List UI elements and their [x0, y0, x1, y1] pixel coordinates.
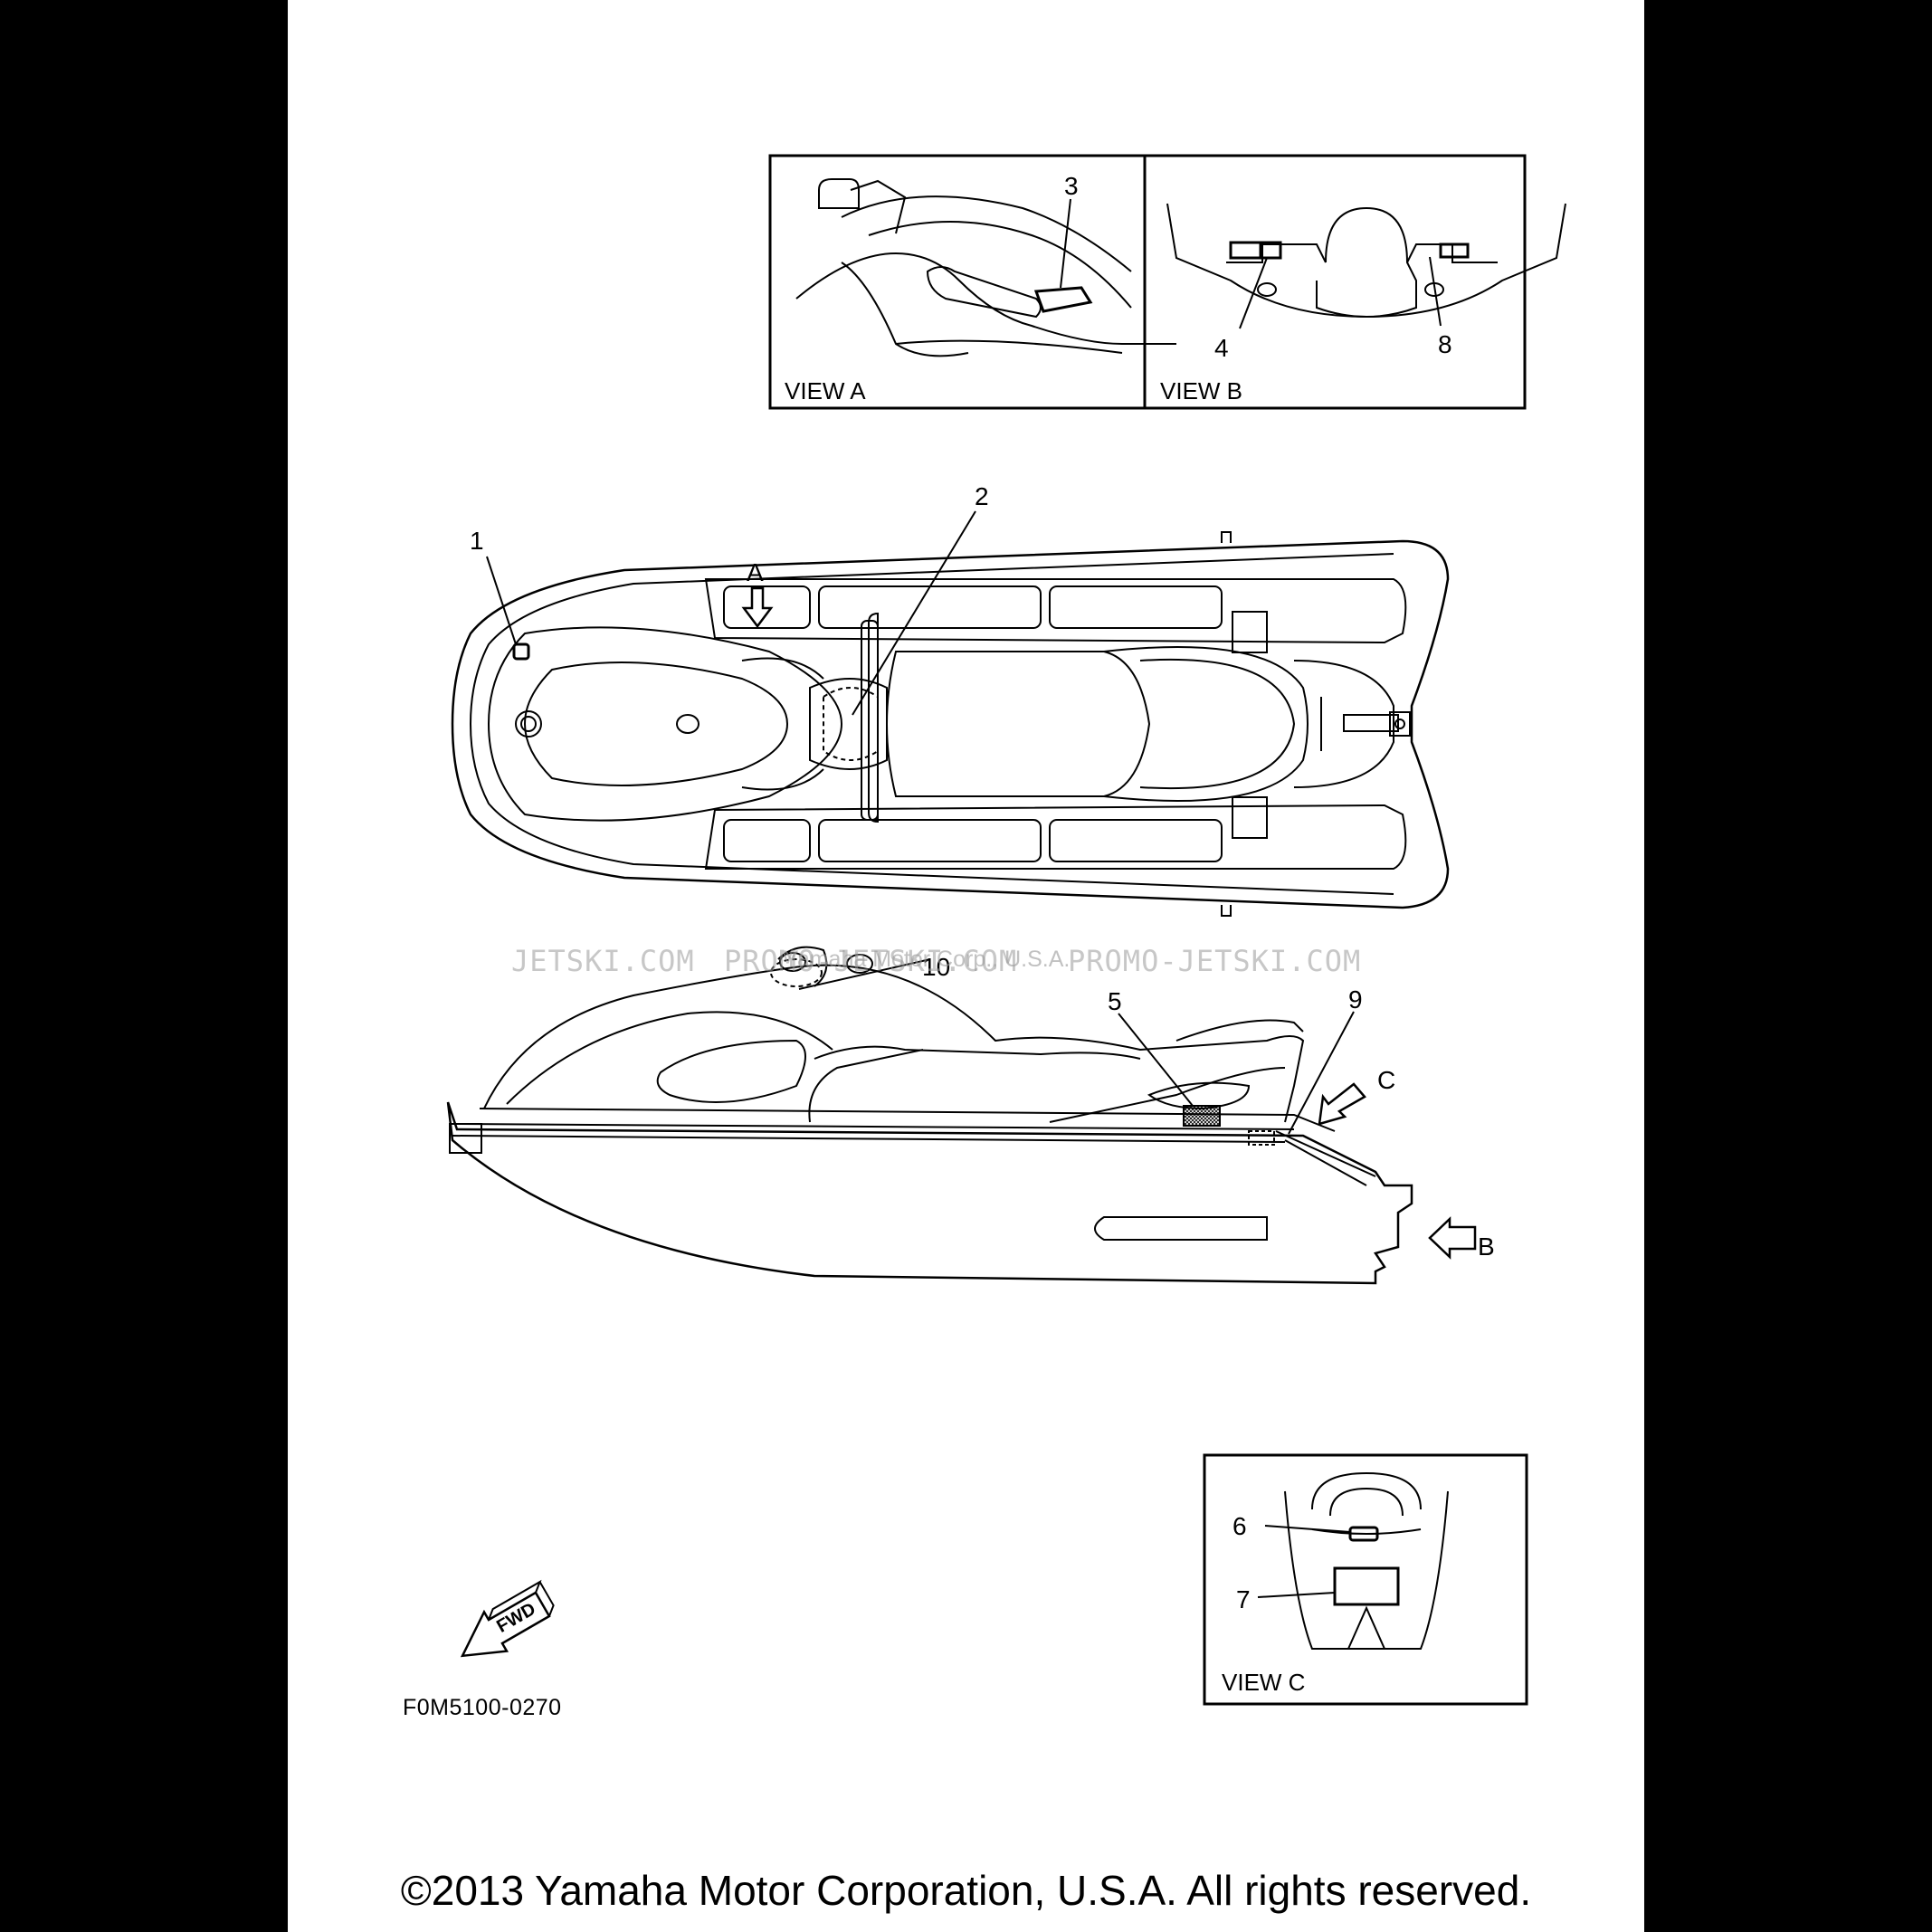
view-a-drawing: [795, 178, 1176, 357]
top-view-craft: [451, 531, 1450, 917]
side-view-craft: [446, 946, 1413, 1285]
arrow-a-label: A: [747, 558, 764, 586]
callout-5: 5: [1108, 987, 1122, 1015]
fwd-arrow-icon: [460, 1579, 555, 1658]
arrow-a: [741, 586, 774, 629]
callout-4: 4: [1214, 334, 1229, 362]
callout-2: 2: [975, 482, 989, 510]
arrow-c-label: C: [1377, 1066, 1395, 1094]
callout-8: 8: [1438, 330, 1452, 358]
callout-3: 3: [1064, 172, 1079, 200]
view-b-title: VIEW B: [1160, 377, 1242, 404]
view-a-title: VIEW A: [785, 377, 866, 404]
watermark-right: PROMO-JETSKI.COM: [1068, 944, 1362, 978]
leader-lines: [486, 198, 1355, 1135]
view-b-drawing: [1166, 203, 1566, 329]
arrow-b: [1428, 1216, 1477, 1260]
callout-10: 10: [922, 953, 950, 981]
arrow-c: [1318, 1082, 1366, 1126]
callout-labels: 1 2 3 4 8 10 5 9 6 7 A C B: [470, 172, 1495, 1613]
copyright-notice: ©2013 Yamaha Motor Corporation, U.S.A. A…: [400, 1867, 1532, 1914]
callout-1: 1: [470, 527, 484, 555]
watermark-left: JETSKI.COM: [511, 944, 695, 978]
view-c-title: VIEW C: [1222, 1669, 1305, 1696]
view-titles: VIEW A VIEW B VIEW C: [785, 377, 1305, 1696]
watermark-mid: PROMO-JETSKI.COM: [724, 944, 1018, 978]
callout-9: 9: [1348, 985, 1363, 1014]
arrow-b-label: B: [1478, 1232, 1495, 1261]
callout-7: 7: [1236, 1585, 1251, 1613]
watermark-small: Yamaha Motor Corp., U.S.A.: [784, 947, 1071, 972]
callout-6: 6: [1232, 1512, 1247, 1540]
part-code: F0M5100-0270: [403, 1695, 562, 1720]
view-c-panel: [1203, 1453, 1528, 1706]
diagram-sheet: [288, 0, 1644, 1932]
view-ab-panel: [768, 154, 1527, 410]
